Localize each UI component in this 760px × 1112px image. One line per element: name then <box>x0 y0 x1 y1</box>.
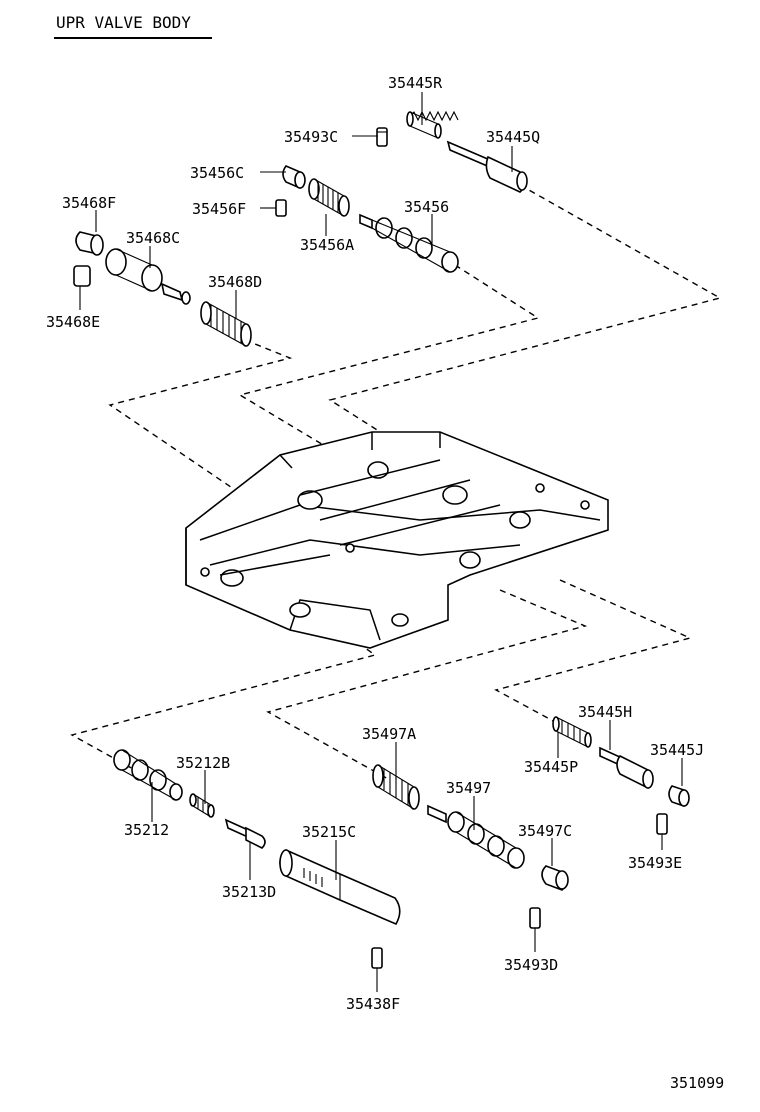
label-35456C: 35456C <box>190 164 244 182</box>
upper-valve-body <box>185 431 609 649</box>
label-35445P: 35445P <box>524 758 578 776</box>
valve-35497 <box>427 804 525 869</box>
figure-number: 351099 <box>670 1074 724 1092</box>
pin-35493C <box>376 127 388 147</box>
spring-35445R <box>406 110 459 139</box>
plunger-35213D <box>224 818 266 849</box>
label-35497A: 35497A <box>362 725 416 743</box>
pin-35493E <box>656 813 668 835</box>
label-35468E: 35468E <box>46 313 100 331</box>
label-35445J: 35445J <box>650 741 704 759</box>
plug-35456C <box>282 165 306 189</box>
spring-35468D <box>200 301 252 347</box>
label-35212B: 35212B <box>176 754 230 772</box>
label-35468C: 35468C <box>126 229 180 247</box>
label-35493E: 35493E <box>628 854 682 872</box>
label-35456F: 35456F <box>192 200 246 218</box>
label-35497: 35497 <box>446 779 491 797</box>
label-35445H: 35445H <box>578 703 632 721</box>
pin-35456F <box>275 199 287 217</box>
path-35212 <box>70 629 377 771</box>
path-35445H <box>494 579 693 723</box>
label-35212: 35212 <box>124 821 169 839</box>
plug-35445J <box>668 785 690 807</box>
pin-35468E <box>73 265 91 287</box>
path-35456 <box>238 264 540 456</box>
label-35456A: 35456A <box>300 236 354 254</box>
label-35215C: 35215C <box>302 823 356 841</box>
label-35213D: 35213D <box>222 883 276 901</box>
spring-35212B <box>189 793 215 818</box>
label-35493D: 35493D <box>504 956 558 974</box>
path-35468 <box>108 339 293 501</box>
valve-35445H <box>599 746 654 790</box>
pin-35493D <box>529 907 541 929</box>
valve-35212 <box>113 749 183 801</box>
sleeve-35215C <box>279 849 401 926</box>
spring-35456A <box>308 178 350 217</box>
spring-35497A <box>372 764 420 810</box>
label-35438F: 35438F <box>346 995 400 1013</box>
part-labels: 35445R 35493C 35445Q 35456C 35456F 35456… <box>46 74 704 1013</box>
label-35468D: 35468D <box>208 273 262 291</box>
leader-lines <box>79 92 683 992</box>
label-35456: 35456 <box>404 198 449 216</box>
label-35445Q: 35445Q <box>486 128 540 146</box>
plug-35468F <box>75 231 104 256</box>
label-35445R: 35445R <box>388 74 443 92</box>
valve-35468C <box>105 248 191 305</box>
valve-35445Q <box>446 140 528 193</box>
label-35493C: 35493C <box>284 128 338 146</box>
plug-35497C <box>541 865 569 891</box>
assembly-path-lines <box>70 184 722 781</box>
label-35468F: 35468F <box>62 194 116 212</box>
diagram-title: UPR VALVE BODY <box>56 13 191 32</box>
path-35497 <box>266 589 588 781</box>
pin-35438F <box>371 947 383 969</box>
valve-35456 <box>359 213 459 273</box>
spring-35445P <box>552 716 592 748</box>
label-35497C: 35497C <box>518 822 572 840</box>
